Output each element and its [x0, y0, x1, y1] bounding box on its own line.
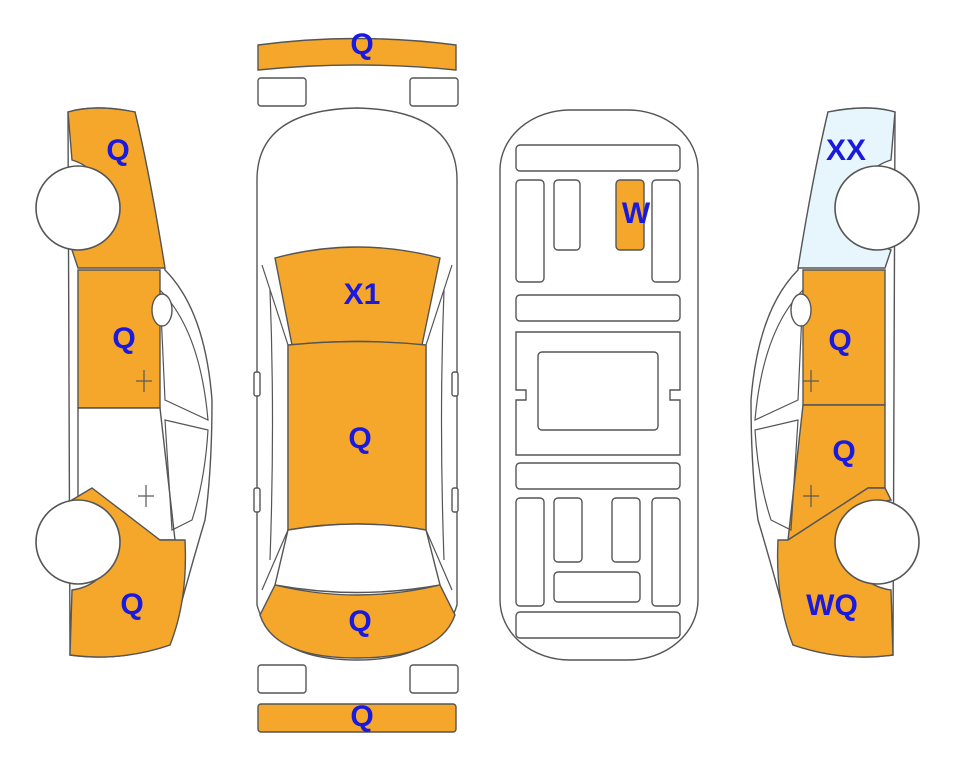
- underside-rear-left-inner: [553, 497, 583, 563]
- roof-label: Q: [348, 422, 371, 455]
- top-view: Q X1 Q Q Q: [253, 28, 459, 733]
- underside-rear-panel: [515, 611, 681, 639]
- left-mirror: [151, 293, 173, 327]
- underside-front-crossmember: [515, 144, 681, 172]
- underside-mid-crossmember: [515, 294, 681, 322]
- right-front-wheel: [834, 165, 920, 251]
- top-right-mirror: [451, 371, 459, 397]
- left-side-rear-window-line: [164, 419, 209, 531]
- underside-center-tunnel: [537, 351, 659, 431]
- front-right-headlight: [409, 77, 459, 107]
- underside-front-right-rail: [651, 179, 681, 283]
- hood-label: X1: [344, 278, 381, 311]
- top-left-inner-line: [269, 289, 274, 561]
- rear-window: [274, 523, 441, 594]
- right-mirror: [790, 293, 812, 327]
- rear-right-taillight: [409, 664, 459, 694]
- underside-rear-left-rail: [515, 497, 545, 607]
- left-front-door-handle: [136, 370, 152, 392]
- front-bumper-label: Q: [350, 28, 373, 61]
- top-right-inner-line: [440, 289, 445, 561]
- underside-rear-right-rail: [651, 497, 681, 607]
- rear-bumper-panel[interactable]: [257, 703, 457, 733]
- right-front-door-label: Q: [828, 324, 851, 357]
- underside-rear-right-inner: [611, 497, 641, 563]
- rear-bumper-label: Q: [350, 700, 373, 733]
- right-rear-quarter-label: WQ: [806, 589, 858, 622]
- top-right-rear-mirror: [451, 487, 459, 513]
- underside-floor-panel[interactable]: [615, 179, 645, 251]
- front-bumper-panel[interactable]: [257, 37, 457, 71]
- rear-left-taillight: [257, 664, 307, 694]
- right-rear-door-label: Q: [832, 435, 855, 468]
- underside-floor-label: W: [622, 197, 651, 230]
- right-rear-wheel: [834, 499, 920, 585]
- left-side-view: Q Q Q: [35, 107, 213, 658]
- underside-front-left-inner: [553, 179, 581, 251]
- right-side-view: XX Q Q WQ: [750, 107, 920, 658]
- top-left-mirror: [253, 371, 261, 397]
- left-front-door-label: Q: [112, 322, 135, 355]
- underside-rear-crossmember: [515, 462, 681, 490]
- underside-front-left-rail: [515, 179, 545, 283]
- trunk-panel[interactable]: [259, 584, 456, 659]
- left-rear-quarter-label: Q: [120, 588, 143, 621]
- trunk-label: Q: [348, 605, 371, 638]
- left-front-fender-label: Q: [106, 134, 129, 167]
- left-rear-wheel: [35, 499, 121, 585]
- front-left-headlight: [257, 77, 307, 107]
- right-rear-door-handle: [803, 485, 819, 507]
- left-rear-door-handle: [138, 485, 154, 507]
- top-left-rear-mirror: [253, 487, 261, 513]
- right-side-rear-window-line: [754, 419, 799, 531]
- underside-spare-well: [553, 571, 641, 603]
- left-front-wheel: [35, 165, 121, 251]
- underside-view: W: [499, 109, 699, 661]
- right-front-fender-label: XX: [826, 134, 866, 167]
- right-front-door-handle: [803, 370, 819, 392]
